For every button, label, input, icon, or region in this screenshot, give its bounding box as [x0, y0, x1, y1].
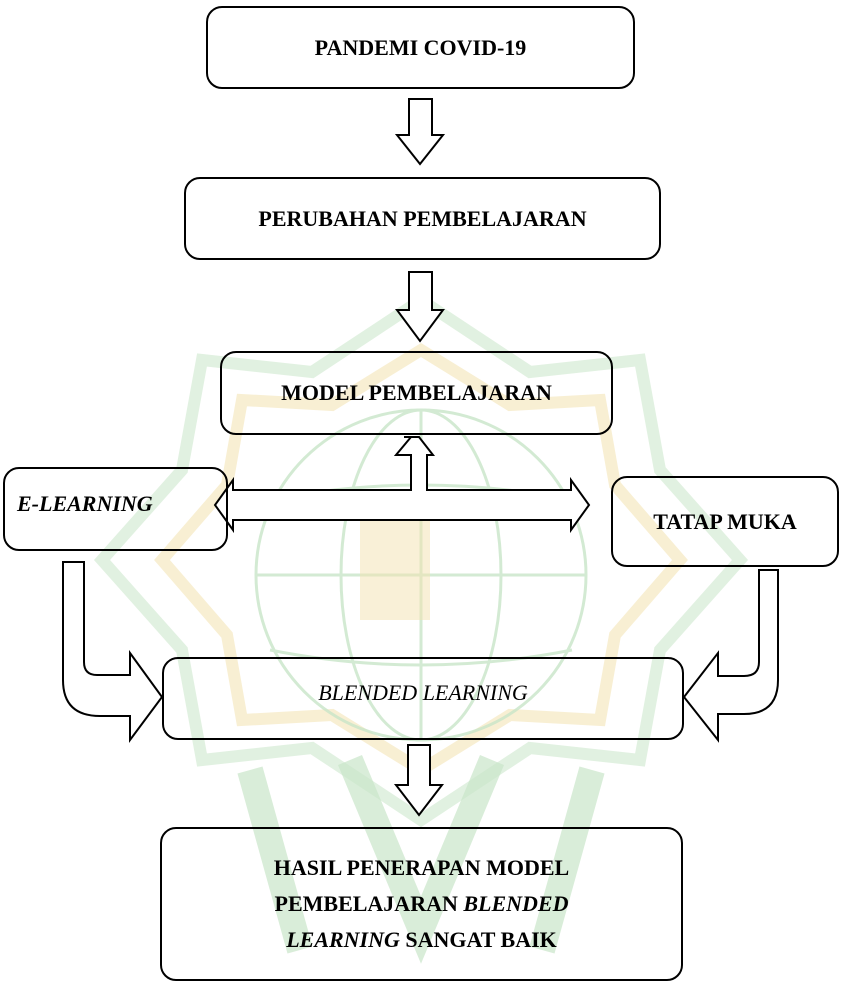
node-hasil-text: HASIL PENERAPAN MODEL PEMBELAJARAN BLEND…	[274, 850, 569, 958]
arrow-perubahan-to-model	[395, 271, 445, 343]
hasil-line3-plain: SANGAT BAIK	[399, 927, 557, 952]
node-pandemi-covid: PANDEMI COVID-19	[206, 6, 635, 89]
node-model-label: MODEL PEMBELAJARAN	[281, 380, 552, 405]
node-hasil-line-2: PEMBELAJARAN BLENDED	[274, 886, 569, 922]
node-hasil-penerapan: HASIL PENERAPAN MODEL PEMBELAJARAN BLEND…	[160, 827, 683, 981]
node-blended-label: BLENDED LEARNING	[318, 680, 528, 705]
arrow-pandemi-to-perubahan	[394, 98, 446, 166]
node-tatap-muka: TATAP MUKA	[611, 476, 839, 567]
hasil-line2-plain: PEMBELAJARAN	[274, 891, 464, 916]
node-hasil-line-3: LEARNING SANGAT BAIK	[274, 922, 569, 958]
hasil-line3-italic: LEARNING	[286, 927, 400, 952]
hasil-line2-italic: BLENDED	[463, 891, 569, 916]
node-pandemi-label: PANDEMI COVID-19	[314, 34, 527, 60]
node-perubahan-label: PERUBAHAN PEMBELAJARAN	[258, 205, 587, 231]
node-elearning-label: E-LEARNING	[17, 491, 153, 516]
watermark-bottom-shape	[237, 754, 605, 964]
node-hasil-line-1: HASIL PENERAPAN MODEL	[274, 850, 569, 886]
arrow-elearning-to-blended	[62, 561, 164, 744]
node-blended-learning: BLENDED LEARNING	[162, 657, 684, 740]
arrow-blended-to-hasil	[393, 744, 445, 817]
arrow-model-branch	[213, 436, 591, 534]
arrow-tatap-to-blended	[682, 569, 779, 743]
node-e-learning: E-LEARNING	[3, 467, 228, 551]
hasil-line1-text: HASIL PENERAPAN MODEL	[273, 855, 570, 880]
node-model-pembelajaran: MODEL PEMBELAJARAN	[220, 351, 613, 435]
node-tatap-label: TATAP MUKA	[653, 508, 797, 534]
watermark-star-outline	[93, 292, 749, 828]
node-perubahan-pembelajaran: PERUBAHAN PEMBELAJARAN	[184, 177, 661, 260]
